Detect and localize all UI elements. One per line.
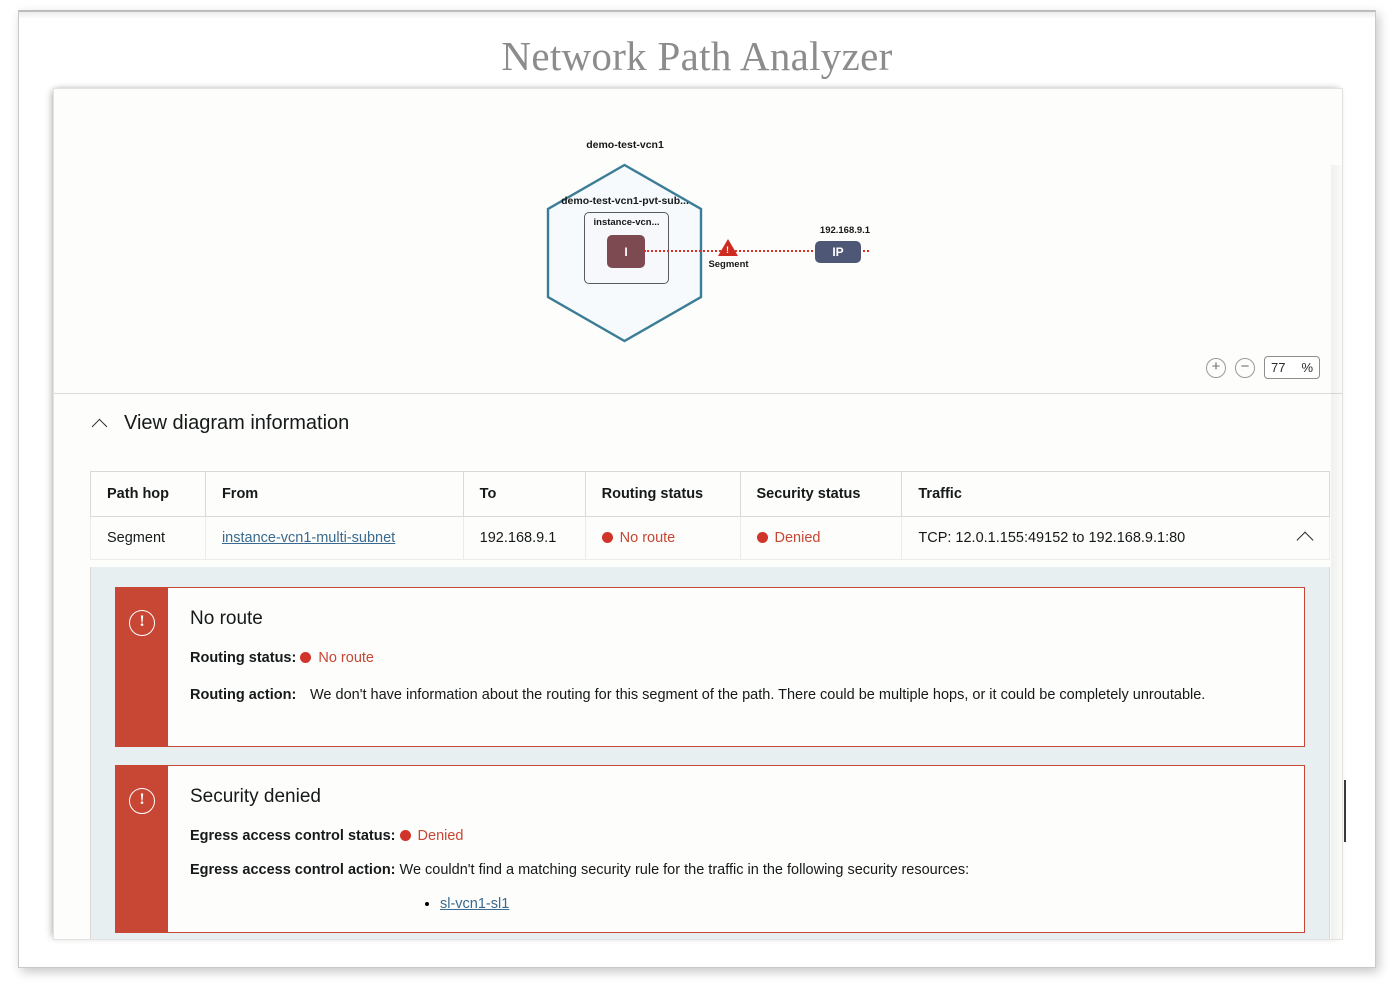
alert-status-line: Egress access control status: Denied (190, 828, 1278, 844)
alert-status-label: Routing status: (190, 650, 297, 666)
path-connection-line (644, 250, 869, 252)
row-collapse-chevron-up-icon[interactable] (1297, 530, 1315, 544)
vertical-scrollbar-thumb[interactable] (1344, 780, 1346, 842)
cell-path-hop: Segment (90, 516, 206, 560)
cell-security-status: Denied (739, 516, 903, 560)
status-dot-icon (399, 830, 411, 841)
segment-label: Segment (708, 259, 749, 270)
alert-status-line: Routing status: No route (190, 650, 1278, 666)
column-header-security-status[interactable]: Security status (739, 471, 903, 517)
table-row[interactable]: Segment instance-vcn1-multi-subnet 192.1… (90, 516, 1330, 560)
status-dot-icon (601, 532, 613, 543)
zoom-controls: + − 77 % (1206, 356, 1320, 379)
alert-status-label: Egress access control status: (190, 828, 396, 844)
cell-from: instance-vcn1-multi-subnet (204, 516, 464, 560)
security-status-text: Denied (774, 530, 821, 546)
exclamation-circle-icon: ! (129, 610, 155, 636)
from-resource-link[interactable]: instance-vcn1-multi-subnet (221, 530, 396, 546)
cell-routing-status: No route (584, 516, 741, 560)
disclosure-label: View diagram information (124, 411, 350, 434)
alert-action-value: We couldn't find a matching security rul… (399, 862, 970, 878)
content-panel: demo-test-vcn1 demo-test-vcn1-pvt-sub...… (53, 88, 1343, 940)
column-header-to[interactable]: To (462, 471, 586, 517)
column-header-traffic[interactable]: Traffic (901, 471, 1330, 517)
zoom-in-icon[interactable]: + (1206, 357, 1226, 378)
alert-accent-bar: ! (116, 588, 168, 746)
warning-triangle-icon[interactable] (718, 239, 738, 256)
routing-status-text: No route (619, 530, 676, 546)
column-header-from[interactable]: From (204, 471, 464, 517)
alert-body: No route Routing status: No route Routin… (168, 588, 1304, 746)
page-title: Network Path Analyzer (501, 33, 893, 79)
alert-status-value: Denied (417, 828, 464, 844)
vcn-label: demo-test-vcn1 (586, 139, 664, 151)
view-diagram-information-toggle[interactable]: View diagram information (54, 395, 1342, 451)
application-window: Network Path Analyzer demo-test-vcn1 dem… (18, 10, 1376, 968)
cell-traffic: TCP: 12.0.1.155:49152 to 192.168.9.1:80 (901, 516, 1330, 560)
table-header-row: Path hop From To Routing status Security… (90, 471, 1330, 517)
network-diagram-canvas[interactable]: demo-test-vcn1 demo-test-vcn1-pvt-sub...… (54, 89, 1342, 394)
row-detail-panel: ! No route Routing status: No route Rout… (90, 567, 1330, 939)
window-top-strip (19, 12, 1375, 18)
alert-action-row: Egress access control action: We couldn'… (190, 862, 1278, 878)
security-resource-link[interactable]: sl-vcn1-sl1 (440, 896, 510, 912)
zoom-level-unit: % (1301, 360, 1313, 375)
alert-action-key: Routing action: (190, 687, 297, 703)
alert-title: No route (190, 608, 263, 629)
chevron-up-icon[interactable] (92, 415, 108, 431)
zoom-level-value: 77 (1271, 360, 1286, 375)
alert-action-row: Routing action: We don't have informatio… (190, 684, 1278, 706)
alert-card-security-denied: ! Security denied Egress access control … (115, 765, 1305, 933)
path-hop-table: Path hop From To Routing status Security… (90, 471, 1330, 560)
zoom-out-icon[interactable]: − (1235, 357, 1255, 378)
column-header-routing-status[interactable]: Routing status (584, 471, 741, 517)
alert-action-value: We don't have information about the rout… (310, 687, 1206, 703)
exclamation-circle-icon: ! (129, 788, 155, 814)
instance-label: instance-vcn... (593, 217, 660, 228)
zoom-level-input[interactable]: 77 % (1264, 356, 1320, 379)
warning-exclamation-glyph: ! (726, 245, 729, 255)
alert-status-value: No route (318, 650, 374, 666)
alert-title: Security denied (190, 786, 321, 807)
ip-node[interactable]: IP (815, 241, 861, 263)
status-dot-icon (756, 532, 768, 543)
cell-to: 192.168.9.1 (462, 516, 586, 560)
traffic-text: TCP: 12.0.1.155:49152 to 192.168.9.1:80 (918, 530, 1186, 546)
list-item: sl-vcn1-sl1 (440, 896, 1278, 912)
status-dot-icon (300, 652, 312, 663)
alert-card-no-route: ! No route Routing status: No route Rout… (115, 587, 1305, 747)
security-resource-list: sl-vcn1-sl1 (190, 896, 1278, 912)
alert-body: Security denied Egress access control st… (168, 766, 1304, 932)
alert-accent-bar: ! (116, 766, 168, 932)
instance-node-icon[interactable]: I (607, 235, 645, 268)
alert-action-key: Egress access control action: (190, 862, 396, 878)
subnet-label: demo-test-vcn1-pvt-sub... (561, 195, 689, 207)
ip-address-label: 192.168.9.1 (819, 225, 871, 236)
column-header-path-hop[interactable]: Path hop (90, 471, 206, 517)
